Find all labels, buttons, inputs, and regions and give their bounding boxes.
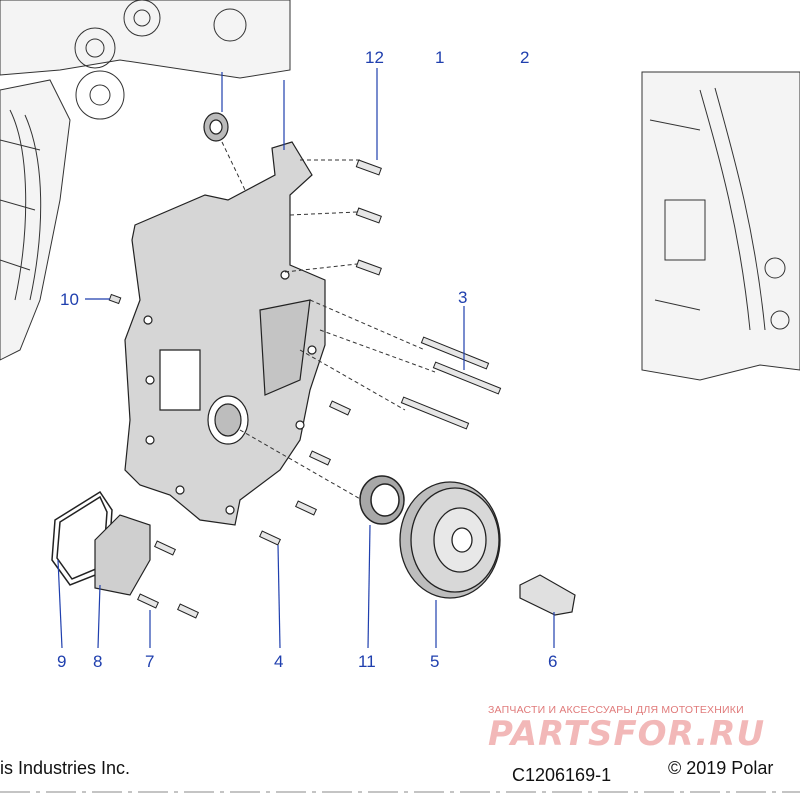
access-cover-plate [94,514,151,596]
pulley-bolt [519,574,576,616]
watermark-logo: PARTSFOR.RU [488,714,766,754]
callout-leader-lines [57,68,555,649]
dowel-pin [108,293,122,305]
callout-5: 5 [430,652,439,671]
crankshaft-pulley [399,481,501,599]
callout-7: 7 [145,652,154,671]
callout-6: 6 [548,652,557,671]
assembly-leader-lines [221,141,436,501]
footer-copyright: © 2019 Polar [668,758,774,778]
bolt-set-7 [137,540,199,619]
callout-12: 12 [365,48,384,67]
watermark: ЗАПЧАСТИ И АКСЕССУАРЫ ДЛЯ МОТОТЕХНИКИ PA… [488,704,788,754]
engine-background-top-left [0,0,291,361]
callout-1: 1 [435,48,444,67]
callout-10: 10 [60,290,79,309]
watermark-tagline: ЗАПЧАСТИ И АКСЕССУАРЫ ДЛЯ МОТОТЕХНИКИ [488,704,744,716]
timing-cover [124,141,326,526]
callout-3: 3 [458,288,467,307]
callout-9: 9 [57,652,66,671]
footer-company: is Industries Inc. [0,758,131,778]
callout-11: 11 [358,652,376,671]
top-seal [203,112,229,142]
callout-labels: 12 1 2 3 10 9 8 7 4 11 5 6 [57,48,557,671]
callout-8: 8 [93,652,102,671]
bolt-set-12 [355,159,382,276]
crankshaft-oil-seal [359,475,405,525]
callout-2: 2 [520,48,529,67]
callout-4: 4 [274,652,283,671]
bolt-set-4 [259,400,351,546]
footer-part-code: C1206169-1 [512,765,612,785]
engine-background-right [641,71,800,381]
long-bolt-set-3 [400,336,502,430]
